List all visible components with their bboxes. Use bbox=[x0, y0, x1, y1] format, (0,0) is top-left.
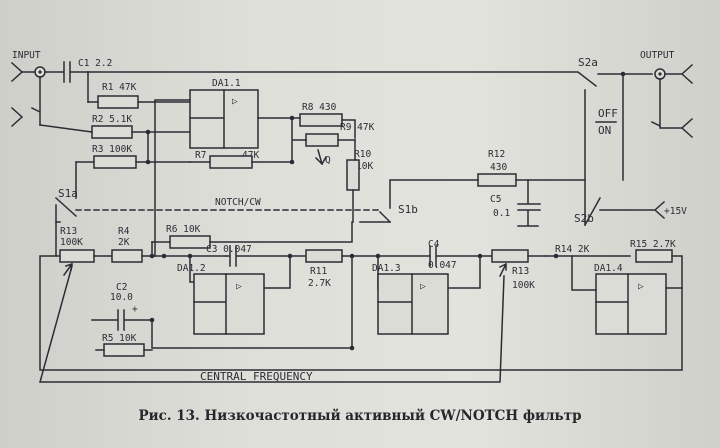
r9-potentiometer bbox=[305, 133, 339, 147]
da14-label: DA1.4 bbox=[594, 263, 623, 274]
r10-resistor bbox=[346, 159, 360, 191]
r5-resistor bbox=[103, 343, 145, 357]
r14-label: R14 2K bbox=[555, 244, 590, 255]
c5-label: C5 bbox=[490, 194, 501, 205]
da14-symbol: ▷ bbox=[638, 281, 644, 292]
r7-label: R7 bbox=[195, 150, 206, 161]
central-frequency-linkage bbox=[39, 265, 505, 383]
r13b-label: R13 bbox=[512, 266, 529, 277]
r1-resistor bbox=[97, 95, 139, 109]
r13a-value: 100K bbox=[60, 237, 83, 248]
da12-label: DA1.2 bbox=[177, 263, 206, 274]
output-label: OUTPUT bbox=[640, 50, 675, 61]
r12-label: R12 bbox=[488, 149, 505, 160]
r2-label: R2 5.1K bbox=[92, 114, 132, 125]
r13b-potentiometer bbox=[491, 249, 529, 263]
da13-symbol: ▷ bbox=[420, 281, 426, 292]
c4-value: 0.047 bbox=[428, 260, 457, 271]
da14-opamp bbox=[595, 273, 667, 335]
r1-label: R1 47K bbox=[102, 82, 137, 93]
figure-caption: Рис. 13. Низкочастотный активный CW/NOTC… bbox=[138, 408, 582, 424]
r13a-potentiometer bbox=[59, 249, 95, 263]
r12-value: 430 bbox=[490, 162, 507, 173]
r4-label: R4 bbox=[118, 226, 130, 237]
s2a-label: S2a bbox=[578, 56, 598, 69]
r10-label: R10 bbox=[354, 149, 371, 160]
r12-resistor bbox=[477, 173, 517, 187]
da12-opamp bbox=[193, 273, 265, 335]
r6-resistor bbox=[169, 235, 211, 249]
s1a-label: S1a bbox=[58, 187, 78, 200]
c3-label: C3 0.047 bbox=[206, 244, 252, 255]
r15-label: R15 2.7K bbox=[630, 239, 676, 250]
top-wire bbox=[87, 71, 598, 88]
da11-label: DA1.1 bbox=[212, 78, 241, 89]
c2-label: C2 bbox=[116, 282, 127, 293]
r4-value: 2K bbox=[118, 237, 130, 248]
r8-resistor bbox=[299, 113, 343, 127]
output-connector bbox=[650, 63, 694, 139]
c5-value: 0.1 bbox=[493, 208, 510, 219]
da13-label: DA1.3 bbox=[372, 263, 401, 274]
r13a-label: R13 bbox=[60, 226, 77, 237]
on-label: ON bbox=[598, 124, 611, 137]
da12-symbol: ▷ bbox=[236, 281, 242, 292]
r10-value: 10K bbox=[356, 161, 373, 172]
c1-label: C1 2.2 bbox=[78, 58, 112, 69]
r2-resistor bbox=[91, 125, 133, 139]
r11-resistor bbox=[305, 249, 343, 263]
r15-resistor bbox=[635, 249, 673, 263]
plus15-label: +15V bbox=[664, 206, 687, 217]
input-label: INPUT bbox=[12, 50, 41, 61]
off-label: OFF bbox=[598, 107, 618, 120]
r3-label: R3 100K bbox=[92, 144, 132, 155]
s1b-label: S1b bbox=[398, 203, 418, 216]
c1-capacitor bbox=[44, 61, 89, 83]
r3-resistor bbox=[93, 155, 137, 169]
da11-symbol: ▷ bbox=[232, 96, 238, 107]
r4-resistor bbox=[111, 249, 143, 263]
q-label: Q bbox=[325, 155, 331, 166]
notch-label: NOTCH/CW bbox=[215, 197, 261, 208]
r8-label: R8 430 bbox=[302, 102, 337, 113]
da13-opamp bbox=[377, 273, 449, 335]
central-frequency-label: CENTRAL FREQUENCY bbox=[200, 370, 313, 383]
r6-label: R6 10K bbox=[166, 224, 201, 235]
input-connector bbox=[10, 61, 46, 128]
r7-resistor bbox=[209, 155, 253, 169]
r11-value: 2.7K bbox=[308, 278, 331, 289]
r5-label: R5 10K bbox=[102, 333, 137, 344]
c2-plus: + bbox=[132, 304, 138, 315]
r9-label: R9 47K bbox=[340, 122, 375, 133]
r13b-value: 100K bbox=[512, 280, 535, 291]
s2b-label: S2b bbox=[574, 212, 594, 225]
r11-label: R11 bbox=[310, 266, 327, 277]
c2-value: 10.0 bbox=[110, 292, 133, 303]
da11-opamp bbox=[189, 89, 259, 149]
c4-label: C4 bbox=[428, 239, 440, 250]
